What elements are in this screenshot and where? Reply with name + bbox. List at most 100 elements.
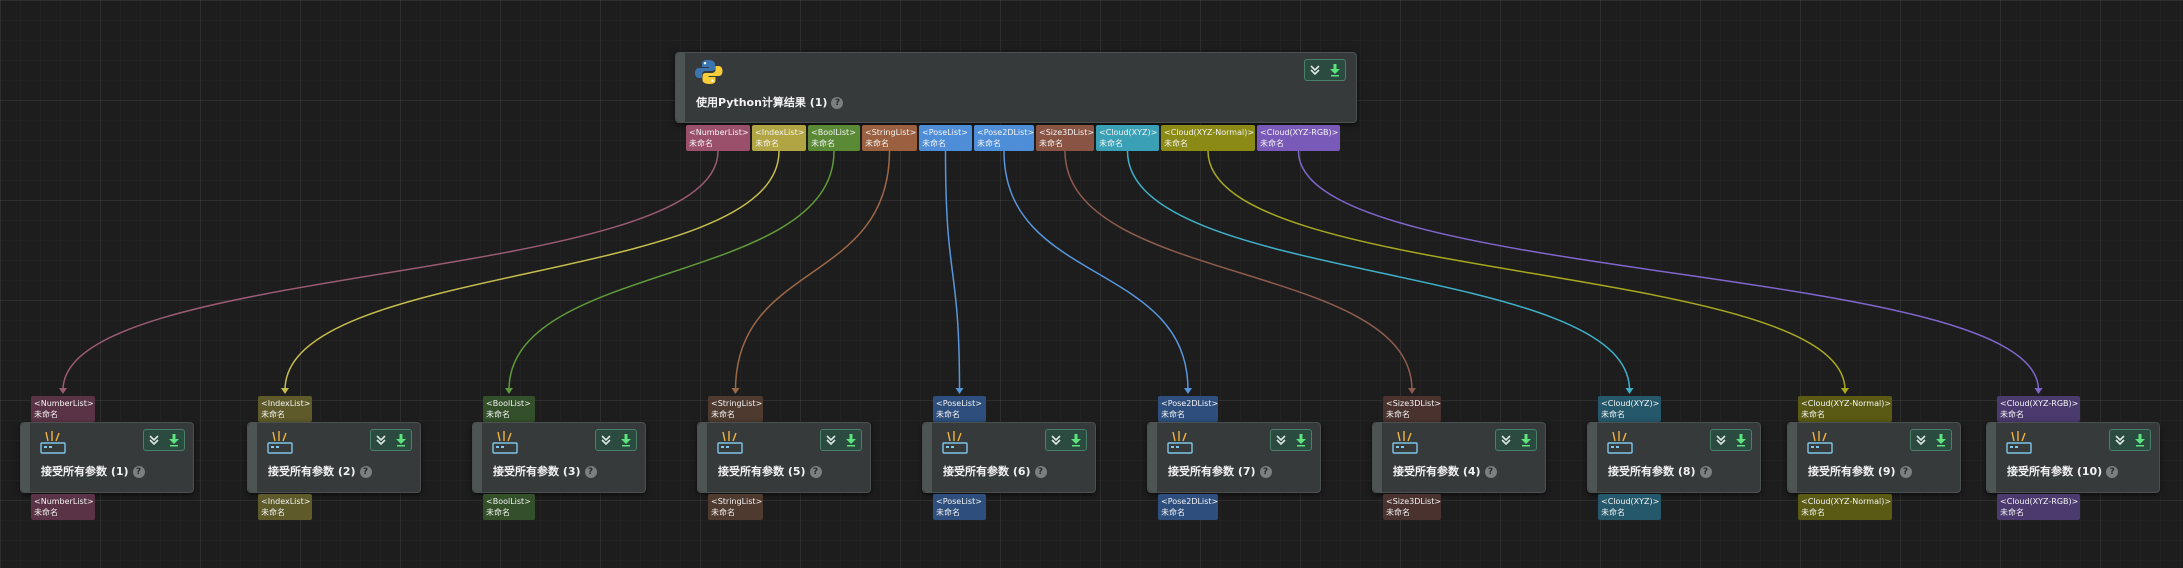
input-port[interactable]: <PoseList>未命名	[933, 396, 986, 422]
connection-wire[interactable]	[284, 150, 780, 391]
output-port[interactable]: <IndexList>未命名	[752, 125, 806, 151]
node-drag-handle[interactable]	[1588, 423, 1597, 492]
collapse-button[interactable]	[1913, 432, 1929, 448]
output-port[interactable]: <IndexList>未命名	[258, 494, 312, 520]
receive-parameters-node[interactable]: 接受所有参数 (8)?	[1587, 422, 1761, 493]
help-icon[interactable]: ?	[809, 466, 822, 478]
output-port[interactable]: <BoolList>未命名	[483, 494, 535, 520]
connection-wire[interactable]	[1207, 150, 1846, 391]
help-icon[interactable]: ?	[584, 466, 597, 478]
output-port[interactable]: <PoseList>未命名	[919, 125, 972, 151]
help-icon[interactable]: ?	[1699, 466, 1712, 478]
input-port[interactable]: <Cloud(XYZ-Normal)>未命名	[1798, 396, 1892, 422]
run-step-button[interactable]	[843, 432, 859, 448]
receive-parameters-node[interactable]: 接受所有参数 (1)?	[20, 422, 194, 493]
help-icon[interactable]: ?	[831, 97, 844, 109]
run-step-button[interactable]	[1933, 432, 1949, 448]
run-step-button[interactable]	[166, 432, 182, 448]
run-step-button[interactable]	[1733, 432, 1749, 448]
output-port[interactable]: <StringList>未命名	[708, 494, 763, 520]
output-port[interactable]: <Cloud(XYZ)>未命名	[1096, 125, 1159, 151]
receive-parameters-node[interactable]: 接受所有参数 (9)?	[1787, 422, 1961, 493]
connection-wire[interactable]	[62, 150, 719, 391]
output-port[interactable]: <PoseList>未命名	[933, 494, 986, 520]
connection-wire[interactable]	[944, 150, 961, 391]
node-drag-handle[interactable]	[1788, 423, 1797, 492]
input-port[interactable]: <Pose2DList>未命名	[1158, 396, 1218, 422]
run-step-button[interactable]	[1327, 62, 1343, 78]
wire-arrowhead	[731, 388, 740, 394]
output-port[interactable]: <Cloud(XYZ)>未命名	[1598, 494, 1661, 520]
node-title: 接受所有参数 (5)	[718, 465, 806, 478]
node-drag-handle[interactable]	[1148, 423, 1157, 492]
output-port[interactable]: <NumberList>未命名	[31, 494, 95, 520]
input-port[interactable]: <BoolList>未命名	[483, 396, 535, 422]
run-step-button[interactable]	[1293, 432, 1309, 448]
collapse-button[interactable]	[373, 432, 389, 448]
help-icon[interactable]: ?	[132, 466, 145, 478]
node-drag-handle[interactable]	[923, 423, 932, 492]
collapse-button[interactable]	[1307, 62, 1323, 78]
run-step-button[interactable]	[393, 432, 409, 448]
collapse-button[interactable]	[598, 432, 614, 448]
collapse-button[interactable]	[1713, 432, 1729, 448]
port-type: <BoolList>	[811, 128, 856, 137]
run-step-button[interactable]	[1068, 432, 1084, 448]
connection-wire[interactable]	[1126, 150, 1631, 391]
input-port[interactable]: <StringList>未命名	[708, 396, 763, 422]
connection-wire[interactable]	[1064, 150, 1413, 391]
run-step-button[interactable]	[618, 432, 634, 448]
connection-wire[interactable]	[1297, 150, 2040, 391]
help-icon[interactable]: ?	[2106, 466, 2119, 478]
output-port[interactable]: <Pose2DList>未命名	[1158, 494, 1218, 520]
output-port[interactable]: <Pose2DList>未命名	[974, 125, 1034, 151]
help-icon[interactable]: ?	[1899, 466, 1912, 478]
connection-wire[interactable]	[734, 150, 891, 391]
wire-arrowhead	[505, 388, 513, 394]
input-port[interactable]: <IndexList>未命名	[258, 396, 312, 422]
collapse-button[interactable]	[1048, 432, 1064, 448]
node-drag-handle[interactable]	[1373, 423, 1382, 492]
node-drag-handle[interactable]	[1987, 423, 1996, 492]
help-icon[interactable]: ?	[1034, 466, 1047, 478]
collapse-button[interactable]	[1498, 432, 1514, 448]
node-drag-handle[interactable]	[473, 423, 482, 492]
output-port[interactable]: <Cloud(XYZ-Normal)>未命名	[1161, 125, 1255, 151]
collapse-button[interactable]	[2112, 432, 2128, 448]
run-step-button[interactable]	[2132, 432, 2148, 448]
python-step-node[interactable]: 使用Python计算结果 (1)?	[675, 52, 1357, 123]
help-icon[interactable]: ?	[1484, 466, 1497, 478]
help-icon[interactable]: ?	[359, 466, 372, 478]
run-step-button[interactable]	[1518, 432, 1534, 448]
output-port[interactable]: <Cloud(XYZ-Normal)>未命名	[1798, 494, 1892, 520]
output-port[interactable]: <BoolList>未命名	[808, 125, 860, 151]
receive-parameters-node[interactable]: 接受所有参数 (6)?	[922, 422, 1096, 493]
output-port[interactable]: <StringList>未命名	[862, 125, 917, 151]
node-drag-handle[interactable]	[676, 53, 685, 122]
help-icon[interactable]: ?	[1259, 466, 1272, 478]
output-port[interactable]: <Cloud(XYZ-RGB)>未命名	[1257, 125, 1340, 151]
receive-parameters-node[interactable]: 接受所有参数 (5)?	[697, 422, 871, 493]
output-port[interactable]: <NumberList>未命名	[686, 125, 750, 151]
collapse-button[interactable]	[823, 432, 839, 448]
connection-wire[interactable]	[1003, 150, 1189, 391]
node-drag-handle[interactable]	[21, 423, 30, 492]
receive-parameters-node[interactable]: 接受所有参数 (4)?	[1372, 422, 1546, 493]
connection-wire[interactable]	[508, 150, 835, 391]
receive-parameters-node[interactable]: 接受所有参数 (2)?	[247, 422, 421, 493]
input-port[interactable]: <NumberList>未命名	[31, 396, 95, 422]
node-drag-handle[interactable]	[248, 423, 257, 492]
input-port[interactable]: <Cloud(XYZ-RGB)>未命名	[1997, 396, 2080, 422]
output-port[interactable]: <Size3DList>未命名	[1383, 494, 1441, 520]
receive-parameters-node[interactable]: 接受所有参数 (10)?	[1986, 422, 2160, 493]
output-port[interactable]: <Cloud(XYZ-RGB)>未命名	[1997, 494, 2080, 520]
collapse-button[interactable]	[146, 432, 162, 448]
node-drag-handle[interactable]	[698, 423, 707, 492]
input-port[interactable]: <Cloud(XYZ)>未命名	[1598, 396, 1661, 422]
output-port[interactable]: <Size3DList>未命名	[1036, 125, 1094, 151]
receive-parameters-node[interactable]: 接受所有参数 (3)?	[472, 422, 646, 493]
receive-parameters-node[interactable]: 接受所有参数 (7)?	[1147, 422, 1321, 493]
collapse-button[interactable]	[1273, 432, 1289, 448]
input-port[interactable]: <Size3DList>未命名	[1383, 396, 1441, 422]
